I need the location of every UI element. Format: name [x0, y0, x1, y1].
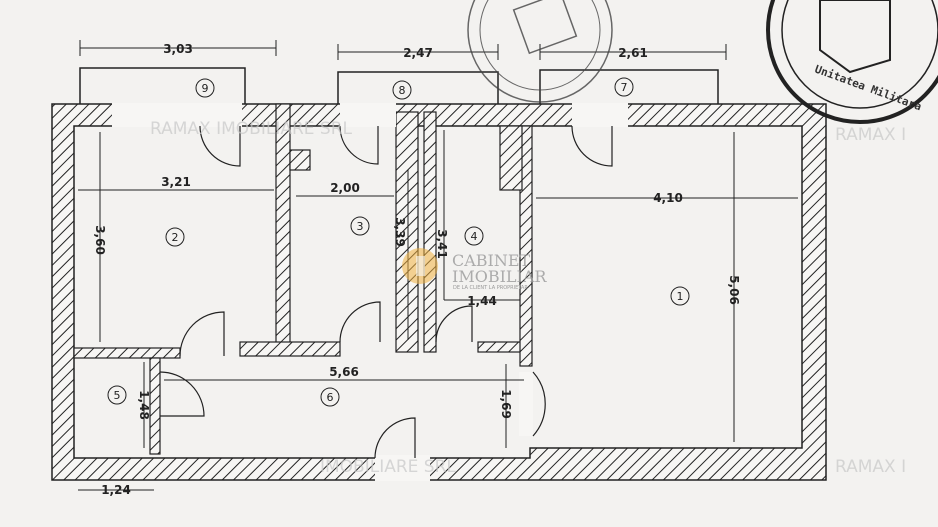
- dimension-label: 4,10: [653, 191, 683, 205]
- balcony-9: [79, 67, 246, 107]
- svg-text:IMOBILIAR: IMOBILIAR: [452, 267, 547, 286]
- dimension-label: 1,44: [467, 294, 497, 308]
- dimension-label: 1,24: [101, 483, 131, 497]
- door-swings: [159, 125, 613, 459]
- room-number: 7: [621, 81, 628, 94]
- interior-walls: [73, 103, 533, 455]
- room-number: 6: [327, 391, 334, 404]
- outer-wall: [51, 103, 827, 481]
- dimension-label: 2,61: [618, 46, 648, 60]
- dimension-label: 1,48: [137, 390, 151, 420]
- balcony-7: [539, 69, 719, 107]
- dimension-label: 3,03: [163, 42, 193, 56]
- room-number: 8: [399, 84, 406, 97]
- dimension-label: 3,60: [93, 225, 107, 255]
- dimension-label: 3,39: [393, 217, 407, 247]
- watermark: IMOBILIARE SRL: [320, 457, 456, 477]
- dimension-label: 5,06: [727, 275, 741, 305]
- room-number: 9: [202, 82, 209, 95]
- dimension-label: 3,21: [161, 175, 191, 189]
- cabinet-imobiliar-logo: CABINET IMOBILIAR DE LA CLIENT LA PROPRI…: [402, 248, 547, 291]
- dimension-label: 3,41: [435, 229, 449, 259]
- balcony-8: [337, 71, 499, 107]
- dimension-label: 2,47: [403, 46, 433, 60]
- dimension-label: 1,69: [499, 389, 513, 419]
- room-number: 2: [172, 231, 179, 244]
- stamp-left: [467, 0, 613, 103]
- dimension-label: 2,00: [330, 181, 360, 195]
- room-number: 5: [114, 389, 121, 402]
- watermark: RAMAX I: [835, 125, 906, 145]
- dimension-label: 5,66: [329, 365, 359, 379]
- watermark: RAMAX IMOBILIARE SRL: [150, 119, 353, 139]
- stamp-text: Unitatea Militara: [813, 63, 923, 114]
- stamp-right: [766, 0, 938, 124]
- room-number: 3: [357, 220, 364, 233]
- room-number: 4: [471, 230, 478, 243]
- svg-text:CABINET: CABINET: [452, 251, 531, 270]
- svg-text:DE LA CLIENT LA PROPRIETAR: DE LA CLIENT LA PROPRIETAR: [453, 285, 528, 291]
- watermark: RAMAX I: [835, 457, 906, 477]
- room-number: 1: [677, 290, 684, 303]
